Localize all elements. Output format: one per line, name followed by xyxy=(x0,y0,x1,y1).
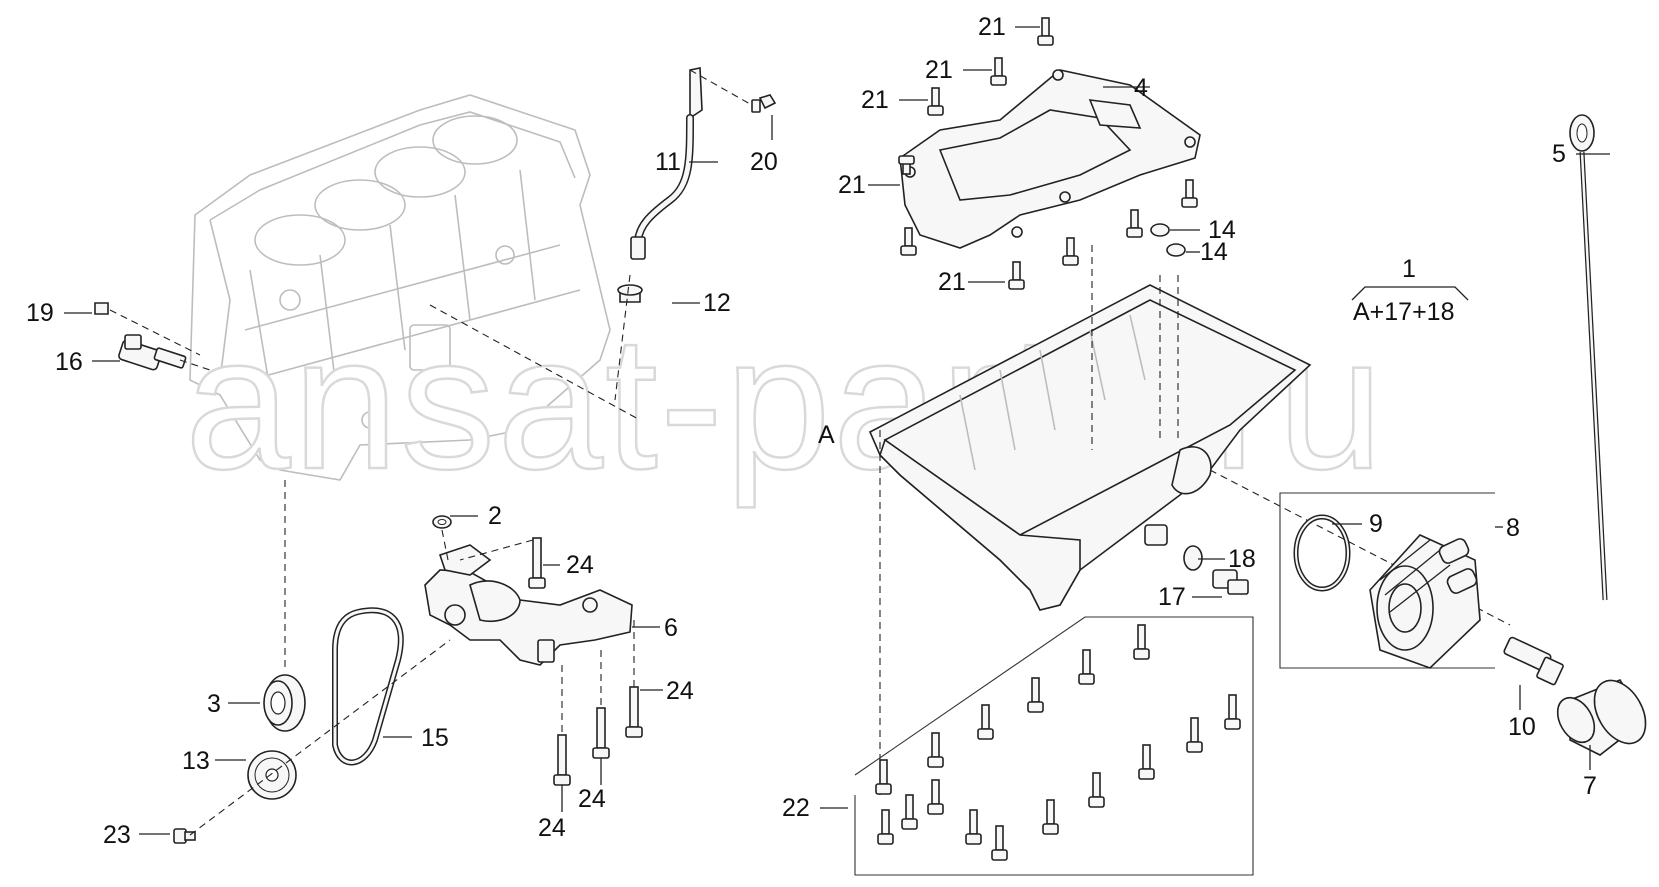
dipstick-tube xyxy=(630,67,703,260)
assembly-formula: A+17+18 xyxy=(1353,298,1455,326)
sealing-washer xyxy=(1166,243,1186,257)
callout-2: 2 xyxy=(488,502,502,530)
o-ring xyxy=(432,515,452,529)
dash-line xyxy=(441,529,449,561)
callout-24: 24 xyxy=(578,785,606,813)
dash-line xyxy=(614,274,631,401)
pump-bolt xyxy=(625,686,643,738)
callout-7: 7 xyxy=(1583,772,1597,800)
callout-16: 16 xyxy=(55,348,83,376)
pan-bolt-box xyxy=(854,616,1254,876)
oil-cooler xyxy=(1369,534,1481,669)
baffle-plate xyxy=(899,69,1201,249)
callout-10: 10 xyxy=(1508,713,1536,741)
callout-6: 6 xyxy=(664,614,678,642)
engine-block xyxy=(189,94,611,481)
small-bolt xyxy=(94,302,109,315)
cooler-gasket xyxy=(1293,514,1351,592)
callout-A: A xyxy=(818,421,835,449)
tube-bolt xyxy=(751,94,777,113)
leader-lines xyxy=(64,26,1610,835)
baffle-bolt xyxy=(927,87,944,116)
callout-21: 21 xyxy=(861,86,889,114)
callout-18: 18 xyxy=(1228,545,1256,573)
callout-17: 17 xyxy=(1158,583,1186,611)
pan-bolts xyxy=(875,624,1241,861)
oil-pressure-switch xyxy=(118,334,187,371)
callout-24: 24 xyxy=(666,677,694,705)
callout-15: 15 xyxy=(421,724,449,752)
drive-chain xyxy=(332,607,404,766)
assembly-number: 1 xyxy=(1402,255,1416,283)
baffle-bolt xyxy=(898,155,915,175)
baffle-bolt xyxy=(1181,179,1198,208)
pump-bolt xyxy=(592,707,610,759)
tube-seal xyxy=(617,284,643,303)
pump-bolt xyxy=(528,537,546,589)
baffle-bolt xyxy=(1008,261,1025,290)
oil-pan xyxy=(868,284,1312,611)
callout-13: 13 xyxy=(182,747,210,775)
pump-bolt xyxy=(553,734,571,786)
baffle-bolt xyxy=(900,227,917,256)
callout-24: 24 xyxy=(538,814,566,842)
drain-washer xyxy=(1183,545,1203,571)
oil-dipstick xyxy=(1569,114,1608,601)
callout-3: 3 xyxy=(207,690,221,718)
callout-8: 8 xyxy=(1506,514,1520,542)
callout-20: 20 xyxy=(750,148,778,176)
callout-21: 21 xyxy=(925,56,953,84)
drain-plug xyxy=(1212,569,1249,595)
crank-sprocket xyxy=(263,674,306,732)
sprocket-bolt xyxy=(173,828,196,844)
callout-4: 4 xyxy=(1134,74,1148,102)
callout-9: 9 xyxy=(1369,510,1383,538)
oil-filter xyxy=(1556,679,1647,756)
baffle-bolt xyxy=(1126,209,1143,238)
dash-line xyxy=(109,309,201,356)
dash-line xyxy=(189,639,451,836)
baffle-bolt xyxy=(1037,17,1054,46)
sealing-washer xyxy=(1150,223,1170,237)
callout-11: 11 xyxy=(655,148,681,176)
callout-12: 12 xyxy=(703,289,731,317)
callout-21: 21 xyxy=(938,268,966,296)
callout-labels: 21 21 21 21 21 4 14 14 1 A+17+18 5 8 9 1… xyxy=(26,13,1597,849)
callout-22: 22 xyxy=(782,794,810,822)
callout-21: 21 xyxy=(978,13,1006,41)
cooler-center-bolt xyxy=(1503,636,1564,686)
oil-pump xyxy=(424,544,633,666)
dash-line xyxy=(429,304,641,421)
callout-5: 5 xyxy=(1552,140,1566,168)
baffle-bolt xyxy=(1062,237,1079,266)
callout-19: 19 xyxy=(26,299,54,327)
callout-24: 24 xyxy=(566,551,594,579)
callout-14: 14 xyxy=(1208,216,1236,244)
baffle-bolt xyxy=(990,57,1007,86)
callout-14: 14 xyxy=(1200,238,1228,266)
dash-line xyxy=(179,359,211,371)
cooler-box xyxy=(1279,492,1495,669)
dash-line xyxy=(459,539,534,561)
pump-sprocket xyxy=(247,750,297,800)
callout-23: 23 xyxy=(103,821,131,849)
callout-21: 21 xyxy=(838,171,866,199)
assembly-bracket xyxy=(1351,286,1469,301)
